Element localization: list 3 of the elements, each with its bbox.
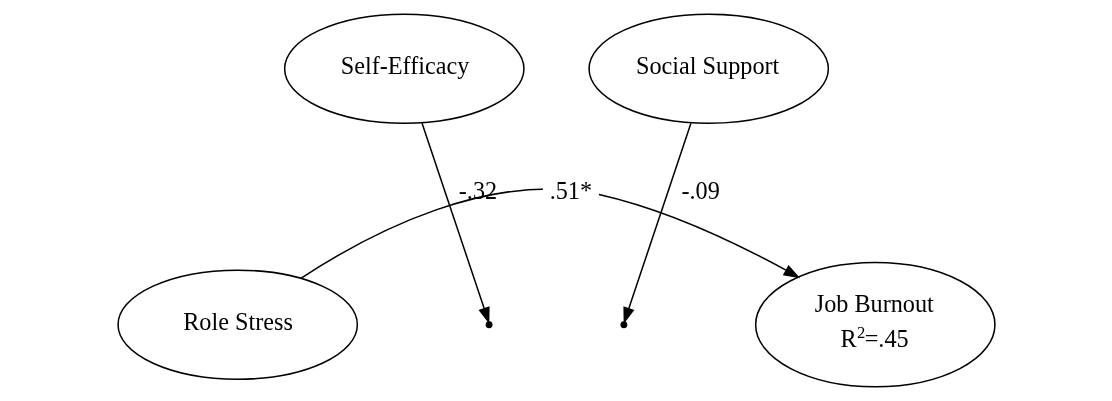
edge-label: .51*: [549, 176, 592, 204]
edge-label: -.32: [458, 176, 497, 204]
edge-label: -.09: [680, 176, 720, 204]
